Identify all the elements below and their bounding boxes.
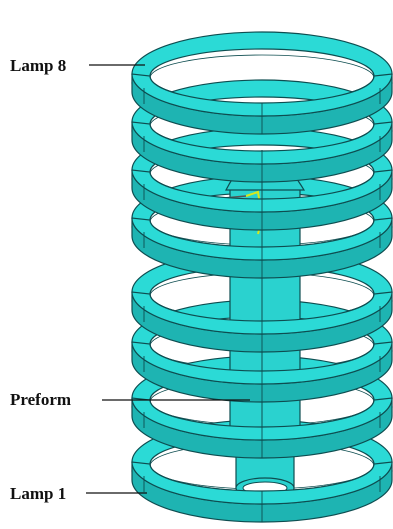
lamp-1-label: Lamp 1 <box>10 484 66 503</box>
callout-lamp-1: Lamp 1 <box>10 484 147 503</box>
callout-lamp-8: Lamp 8 <box>10 56 145 75</box>
lamp-8-label: Lamp 8 <box>10 56 66 75</box>
preform-label: Preform <box>10 390 71 409</box>
